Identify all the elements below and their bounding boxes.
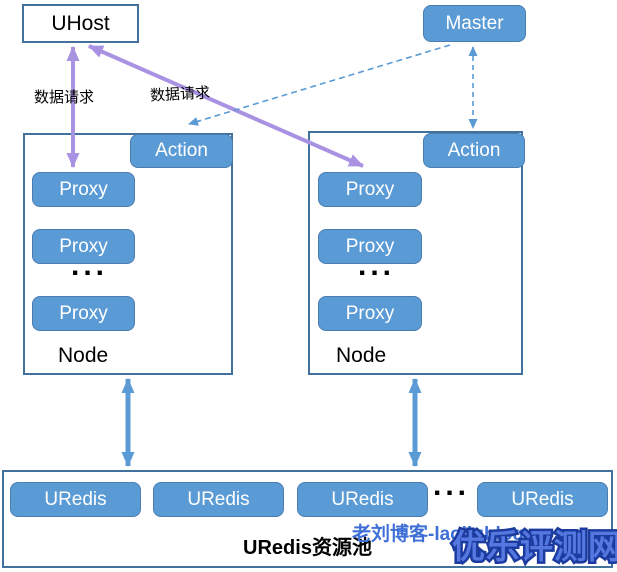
data-request-label-left: 数据请求 [34, 89, 95, 106]
node-right-label: Node [336, 344, 387, 367]
pool-ellipsis: ... [433, 469, 471, 502]
action-label: Action [447, 139, 501, 161]
uredis-box-4: URedis [477, 482, 608, 517]
master-box: Master [423, 5, 526, 42]
node-right-action-box: Action [423, 133, 525, 168]
uhost-label: UHost [51, 11, 110, 35]
node-left-ellipsis: ... [71, 249, 109, 282]
node-left-label: Node [58, 344, 109, 367]
proxy-label: Proxy [59, 302, 108, 324]
proxy-label: Proxy [345, 235, 395, 257]
watermark-site-outline: 优乐评测网 [450, 526, 617, 568]
proxy-label: Proxy [345, 302, 395, 324]
watermark-site-fill: 优乐评测网 [452, 528, 617, 565]
watermark-site-text: 优乐评测网 优乐评测网 [450, 520, 617, 568]
uredis-pool-label: URedis资源池 [243, 537, 372, 559]
uredis-label: URedis [44, 488, 107, 510]
node-right-proxy-1: Proxy [318, 172, 422, 207]
node-left-proxy-2: Proxy [32, 229, 135, 264]
action-label: Action [155, 140, 208, 161]
uredis-label: URedis [187, 488, 250, 510]
node-right-proxy-2: Proxy [318, 229, 422, 264]
node-right-ellipsis: ... [358, 249, 396, 282]
uredis-label: URedis [511, 488, 574, 510]
uredis-label: URedis [331, 488, 394, 510]
data-request-label-right: 数据请求 [149, 84, 211, 105]
node-left-proxy-1: Proxy [32, 172, 135, 207]
watermark-blog-text: 老刘博客-laoliublog.cn [352, 524, 552, 545]
proxy-label: Proxy [59, 178, 108, 200]
node-right-proxy-3: Proxy [318, 296, 422, 331]
uredis-box-2: URedis [153, 482, 284, 517]
node-left-proxy-3: Proxy [32, 296, 135, 331]
master-action-left-dashed-arrow [188, 44, 451, 126]
master-label: Master [445, 12, 504, 34]
proxy-label: Proxy [345, 178, 395, 200]
uredis-box-3: URedis [297, 482, 428, 517]
uredis-box-1: URedis [10, 482, 141, 517]
proxy-label: Proxy [59, 235, 108, 257]
node-left-action-box: Action [130, 134, 233, 168]
uhost-box: UHost [22, 4, 139, 43]
